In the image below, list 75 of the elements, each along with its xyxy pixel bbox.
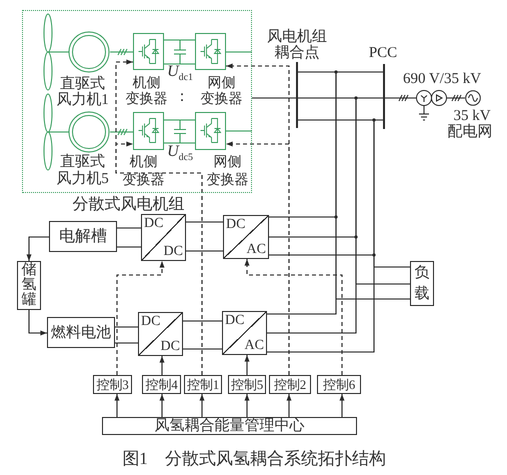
connection-line	[164, 63, 195, 65]
continuation-mark: ：	[174, 89, 190, 106]
connection-line	[164, 142, 195, 144]
connection-line	[117, 246, 141, 248]
arrow	[286, 394, 292, 417]
connection-line	[226, 51, 252, 53]
converter-label: 机侧变换器	[126, 76, 168, 108]
figure-caption: 图1 分散式风氢耦合系统拓扑结构	[122, 449, 386, 468]
grid-label: 配电网	[448, 124, 492, 141]
voltage-label: 35 kV	[453, 108, 491, 124]
arrow	[28, 310, 47, 336]
converter-box	[138, 312, 183, 356]
converter-box	[222, 311, 267, 355]
arrow	[160, 356, 164, 375]
connection-line	[115, 326, 138, 328]
connection-line	[183, 320, 222, 322]
turbine-label: 直驱式风力机1	[56, 76, 109, 108]
converter-label: DC	[225, 313, 244, 328]
dashed-arrow	[116, 261, 164, 375]
process-box: 负载	[410, 261, 434, 306]
connection-line	[267, 97, 357, 334]
arrow	[26, 236, 49, 261]
control-box: 控制1	[184, 375, 222, 394]
control-box: 控制5	[228, 375, 266, 394]
voltage-label: U$_{dc5}$	[167, 143, 193, 166]
connection-line	[117, 227, 141, 229]
connection-line	[384, 97, 416, 99]
converter-label: 网侧变换器	[206, 154, 248, 190]
converter-label: DC	[160, 339, 180, 354]
control-box: 控制4	[142, 375, 181, 394]
control-box: 控制2	[269, 375, 311, 394]
converter-box	[141, 214, 186, 261]
voltage-label: U$_{dc1}$	[167, 63, 193, 86]
arrow	[114, 394, 120, 417]
control-box: 控制6	[317, 375, 361, 394]
converter-label: AC	[244, 338, 264, 353]
arrow	[160, 394, 164, 417]
converter-label: DC	[164, 244, 183, 259]
connection-line	[252, 97, 296, 99]
connection-line	[267, 119, 375, 353]
arrow	[244, 394, 250, 417]
connection-line	[447, 97, 465, 99]
connection-line	[110, 131, 133, 133]
process-box: 储氢罐	[17, 261, 41, 310]
dashed-arrow	[115, 142, 203, 375]
converter-label: AC	[246, 242, 266, 257]
connection-line	[226, 130, 252, 132]
turbine-label: 直驱式风力机5	[56, 154, 109, 188]
connection-line	[183, 348, 222, 350]
group-label: 分散式风电机组	[72, 196, 184, 212]
connection-line	[110, 51, 133, 53]
dashed-arrow	[226, 142, 290, 375]
connection-line	[186, 221, 223, 223]
converter-label: 机侧变换器	[122, 154, 164, 190]
converter-label: DC	[141, 314, 160, 329]
converter-label: DC	[226, 217, 246, 232]
process-box: 燃料电池	[47, 317, 115, 348]
dashed-arrow	[244, 259, 343, 375]
management-box: 风氢耦合能量管理中心	[102, 417, 357, 435]
connection-line	[186, 250, 223, 252]
bus-label: 风电机组耦合点	[267, 29, 327, 61]
converter-label: DC	[144, 216, 164, 231]
connection-line	[164, 119, 195, 121]
arrow	[200, 394, 204, 417]
bus-label: PCC	[368, 45, 398, 61]
arrow	[244, 355, 250, 375]
connection-line	[267, 71, 337, 315]
arrow	[340, 394, 344, 417]
connection-line	[164, 39, 195, 41]
process-box: 电解槽	[49, 221, 117, 252]
connection-line	[115, 342, 138, 344]
converter-box	[223, 215, 269, 259]
converter-label: 网侧变换器	[200, 76, 242, 108]
control-box: 控制3	[93, 375, 132, 394]
voltage-label: 690 V/35 kV	[402, 71, 482, 88]
